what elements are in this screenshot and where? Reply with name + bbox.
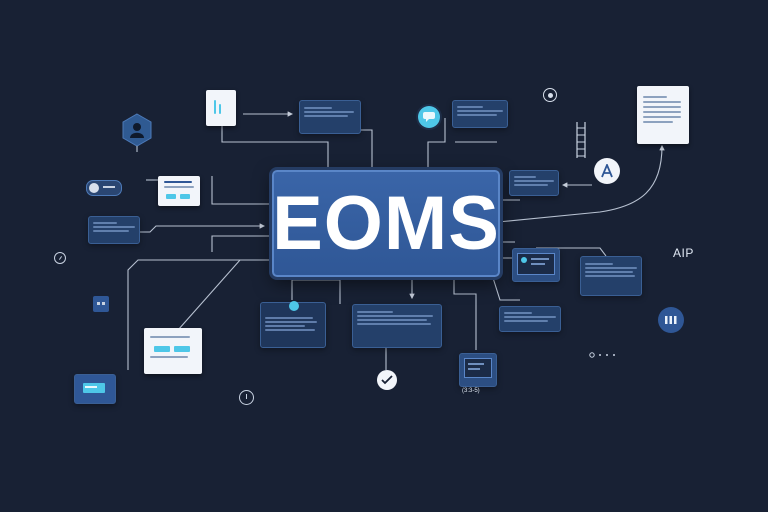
hub-label: EOMS [272, 181, 500, 266]
ladder-icon [575, 122, 587, 158]
clock-icon [239, 390, 254, 405]
code-label: (3:3-5) [462, 388, 480, 394]
detail-card-left[interactable] [260, 301, 326, 348]
monitor-icon [512, 248, 560, 282]
chat-card[interactable] [452, 100, 508, 128]
document-card[interactable] [206, 90, 236, 126]
left-card[interactable] [88, 216, 140, 244]
document-large[interactable] [637, 86, 689, 144]
equalizer-chip[interactable] [658, 307, 684, 333]
form-panel[interactable] [144, 328, 202, 374]
detail-card-right[interactable] [499, 306, 561, 332]
aip-label: AIP [673, 246, 694, 260]
dial-icon [54, 252, 66, 264]
chat-bubble-icon [418, 106, 440, 128]
status-card[interactable] [509, 170, 559, 196]
grid-icon [93, 296, 109, 312]
dots-icon [589, 345, 619, 358]
toggle-icon[interactable] [86, 180, 122, 196]
gear-icon [543, 88, 557, 102]
monitor-card[interactable] [459, 353, 497, 387]
user-shield-icon [120, 112, 154, 152]
mini-window[interactable] [74, 374, 116, 404]
font-a-icon [594, 158, 620, 184]
right-card[interactable] [580, 256, 642, 296]
info-card[interactable] [299, 100, 361, 134]
eoms-hub[interactable]: EOMS [272, 170, 500, 277]
window-card[interactable] [158, 176, 200, 206]
detail-card-center[interactable] [352, 304, 442, 348]
check-icon[interactable] [377, 370, 397, 390]
